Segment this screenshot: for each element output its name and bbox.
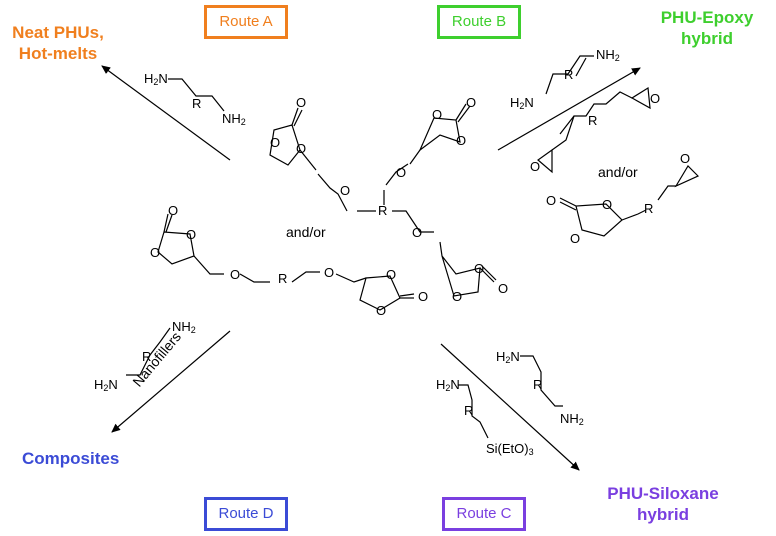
and-or-epoxy-label: and/or: [598, 164, 638, 180]
ring-ul-o1: O: [296, 95, 307, 110]
carbonate-ring-left: [157, 231, 195, 265]
diamine-a-bonds: [168, 78, 225, 112]
silane-group: Si(EtO)3: [486, 441, 534, 458]
arrow-route-a: [101, 65, 231, 161]
arrow-route-b: [497, 67, 641, 151]
amine-a-nh2: NH2: [222, 111, 246, 128]
phu-epoxy-line2: hybrid: [681, 29, 733, 48]
amine-b-nh2: NH2: [596, 47, 620, 64]
core-r: R: [378, 203, 388, 218]
amine-c-r: R: [533, 377, 543, 392]
carbonate-ring-ur: [418, 117, 461, 152]
bis-o-carbonyl-right: O: [418, 289, 429, 304]
silane-amine-bonds: [458, 384, 489, 439]
amine-b-h2n: H2N: [510, 95, 534, 112]
route-d-box: Route D: [204, 497, 288, 531]
ring-ur-o2: O: [432, 107, 443, 122]
carbonate-ring-right: [359, 275, 401, 311]
route-c-box: Route C: [442, 497, 526, 531]
amine-b-r: R: [564, 67, 574, 82]
epoxy-carbonate-ring: [575, 203, 623, 237]
neat-phu-line2: Hot-melts: [18, 44, 98, 63]
phu-siloxane-title: PHU-Siloxane hybrid: [588, 483, 738, 525]
ring-lr-o2: O: [452, 289, 463, 304]
route-b-box: Route B: [437, 5, 521, 39]
bis-o-ring-left2: O: [186, 227, 197, 242]
phu-epoxy-line1: PHU-Epoxy: [660, 8, 754, 27]
ring-ur-o3: O: [456, 133, 467, 148]
amine-c-h2n: H2N: [496, 349, 520, 366]
ring-lr-o1: O: [474, 261, 485, 276]
bis-o-ether2: O: [324, 265, 335, 280]
phu-epoxy-title: PHU-Epoxy hybrid: [640, 7, 774, 49]
amine-a-r: R: [192, 96, 202, 111]
bis-o-carbonyl-left: O: [168, 203, 179, 218]
phu-siloxane-line2: hybrid: [637, 505, 689, 524]
arrow-route-d: [111, 330, 231, 433]
ring-lr-o3: O: [498, 281, 509, 296]
core-o-left: O: [340, 183, 351, 198]
bis-r: R: [278, 271, 288, 286]
amine-c-nh2: NH2: [560, 411, 584, 428]
epoxy-carbonate-o-ring2: O: [602, 197, 613, 212]
carbonate-ring-lr: [441, 255, 481, 297]
silane-h2n: H2N: [436, 377, 460, 394]
diamine-b-bonds: [545, 55, 594, 95]
amine-d-r: R: [142, 349, 152, 364]
and-or-center-label: and/or: [286, 224, 326, 240]
diamine-d-bonds: [126, 327, 171, 376]
composites-title: Composites: [22, 449, 120, 468]
bis-o-ether1: O: [230, 267, 241, 282]
ring-ur-o1: O: [466, 95, 477, 110]
arrow-route-c: [440, 343, 580, 471]
epoxy-o-upper: O: [650, 91, 661, 106]
core-o-top: O: [396, 165, 407, 180]
phu-siloxane-line1: PHU-Siloxane: [607, 484, 719, 503]
carbonate-ring-ul: [269, 124, 301, 166]
epoxy-carbonate-o-carbonyl: O: [546, 193, 557, 208]
epoxy-o-left: O: [530, 159, 541, 174]
neat-phu-line1: Neat PHUs,: [12, 23, 104, 42]
core-o-right: O: [412, 225, 423, 240]
bis-o-ring-left1: O: [150, 245, 161, 260]
ring-ul-o3: O: [296, 141, 307, 156]
ring-ul-o2: O: [270, 135, 281, 150]
amine-d-nh2: NH2: [172, 319, 196, 336]
neat-phu-title: Neat PHUs, Hot-melts: [0, 22, 116, 64]
epoxy-ring-o: O: [680, 151, 691, 166]
epoxy-carbonate-o-ring: O: [570, 231, 581, 246]
diamine-c-bonds: [520, 355, 563, 407]
bis-o-ring-right2: O: [376, 303, 387, 318]
amine-d-h2n: H2N: [94, 377, 118, 394]
bis-o-ring-right1: O: [386, 267, 397, 282]
amine-a-h2n: H2N: [144, 71, 168, 88]
epoxy-carbonate-r: R: [644, 201, 654, 216]
route-a-box: Route A: [204, 5, 288, 39]
epoxy-r: R: [588, 113, 598, 128]
silane-r: R: [464, 403, 474, 418]
